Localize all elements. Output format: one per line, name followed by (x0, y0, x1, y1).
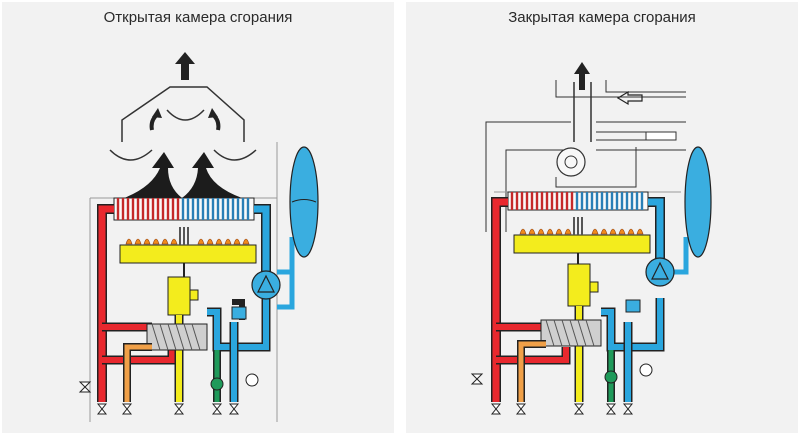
gas-burner-closed (513, 234, 651, 254)
hot-water-pipe-closed (492, 198, 508, 402)
closed-chamber-panel: Закрытая камера сгорания (406, 2, 798, 433)
safety-valve (231, 306, 247, 320)
hot-water-pipe (98, 205, 114, 402)
flow-sensor-closed (604, 370, 618, 384)
open-chamber-diagram (78, 52, 319, 422)
pressure-gauge (245, 373, 259, 387)
return-water-pipe-closed (648, 198, 664, 272)
fan-icon (564, 155, 578, 169)
open-chamber-panel: Открытая камера сгорания (2, 2, 394, 433)
exhaust-arrow-icon (175, 52, 195, 80)
draft-hood-center-curve (166, 109, 205, 121)
pump-icon (257, 274, 275, 293)
air-duct-left (485, 121, 571, 232)
gas-valve (167, 276, 191, 316)
expansion-tank-closed (684, 146, 712, 258)
closed-chamber-diagram (470, 62, 712, 415)
gas-valve-closed (567, 263, 591, 307)
drain-valve-closed (470, 373, 484, 385)
exhaust-arrow-icon-closed (574, 62, 590, 90)
domestic-hot-water-pipe (124, 344, 152, 402)
heat-exchanger-fins (116, 198, 250, 220)
pressure-gauge-closed (639, 363, 653, 377)
expansion-tank (289, 146, 319, 258)
draft-hood-left-curve (109, 149, 153, 161)
tank-connection-pipe (277, 237, 295, 275)
drain-valve (78, 381, 92, 393)
flow-sensor (210, 377, 224, 391)
exhaust-fan (556, 147, 586, 177)
return-water-pipe (254, 205, 270, 272)
air-duct-right (596, 121, 686, 151)
pump-icon-closed (651, 261, 669, 280)
fresh-air-arrow-icon (616, 90, 643, 106)
bottom-valves (96, 403, 240, 415)
draft-hood-right-curve (213, 149, 257, 161)
coaxial-flue-inner (573, 82, 592, 142)
panel-title-closed-chamber: Закрытая камера сгорания (508, 9, 696, 26)
draft-hood (121, 86, 245, 142)
return-water-pipe-lower (207, 298, 269, 350)
combustion-gases-plume (124, 152, 242, 198)
gas-burner (119, 244, 257, 264)
coaxial-flue-outer (555, 80, 686, 98)
safety-valve-closed (625, 299, 641, 313)
burner-flames (125, 238, 250, 245)
air-pressure-switch (645, 131, 677, 141)
panel-title-open-chamber: Открытая камера сгорания (103, 9, 293, 26)
ignition-electrodes (179, 227, 189, 245)
